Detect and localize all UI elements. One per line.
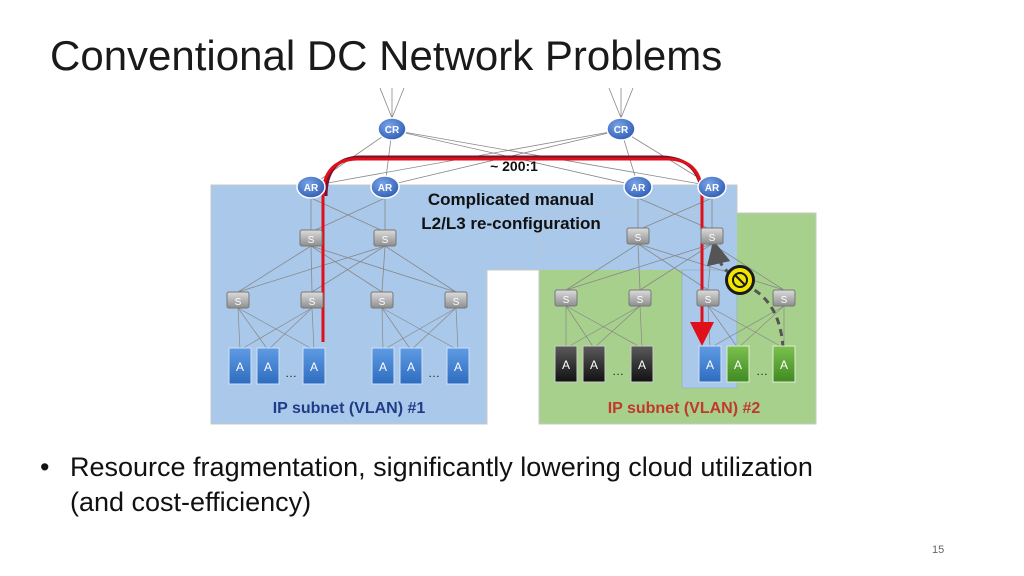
- server-ellipsis: …: [285, 366, 297, 380]
- agg-router-label: AR: [705, 183, 720, 194]
- switch-lower-1: S: [226, 291, 250, 309]
- switch-label: S: [382, 235, 389, 246]
- agg-router-label: AR: [304, 183, 319, 194]
- switch-upper-3: S: [626, 227, 650, 245]
- oversubscription-ratio: ~ 200:1: [490, 158, 538, 174]
- switch-label: S: [235, 297, 242, 308]
- switch-lower-6: S: [628, 289, 652, 307]
- server-label: A: [638, 358, 646, 372]
- switch-upper-2: S: [373, 229, 397, 247]
- switch-label: S: [308, 235, 315, 246]
- server-label: A: [379, 360, 387, 374]
- server-ellipsis: …: [612, 364, 624, 378]
- agg-router-3: AR: [623, 175, 653, 199]
- agg-router-2: AR: [370, 175, 400, 199]
- agg-router-label: AR: [631, 183, 646, 194]
- reconfig-label-line1: Complicated manual: [428, 190, 594, 209]
- core-router-1: CR: [377, 117, 407, 141]
- switch-label: S: [453, 297, 460, 308]
- agg-router-1: AR: [296, 175, 326, 199]
- server-label: A: [310, 360, 318, 374]
- server-label: A: [706, 358, 714, 372]
- server-label: A: [454, 360, 462, 374]
- switch-upper-1: S: [299, 229, 323, 247]
- server-ellipsis: …: [756, 364, 768, 378]
- server-ellipsis: …: [428, 366, 440, 380]
- switch-lower-2: S: [300, 291, 324, 309]
- server-label: A: [590, 358, 598, 372]
- bullet-point: • Resource fragmentation, significantly …: [40, 450, 820, 520]
- subnet-2-label: IP subnet (VLAN) #2: [608, 400, 761, 417]
- switch-lower-3: S: [370, 291, 394, 309]
- reconfig-label-line2: L2/L3 re-configuration: [421, 214, 600, 233]
- switch-label: S: [705, 295, 712, 306]
- server-label: A: [780, 358, 788, 372]
- switch-label: S: [635, 233, 642, 244]
- server-label: A: [236, 360, 244, 374]
- server-label: A: [264, 360, 272, 374]
- switch-label: S: [709, 233, 716, 244]
- core-router-2: CR: [606, 117, 636, 141]
- server-label: A: [734, 358, 742, 372]
- switch-upper-4: S: [700, 227, 724, 245]
- switch-label: S: [309, 297, 316, 308]
- switch-label: S: [637, 295, 644, 306]
- server-group-2: A A … A: [371, 347, 470, 385]
- blocked-icon: [725, 265, 755, 295]
- switch-lower-8: S: [772, 289, 796, 307]
- switch-label: S: [563, 295, 570, 306]
- core-uplinks: [379, 87, 634, 119]
- core-router-label: CR: [385, 125, 400, 136]
- switch-lower-4: S: [444, 291, 468, 309]
- agg-router-label: AR: [378, 183, 393, 194]
- bullet-dot: •: [40, 452, 50, 482]
- server-links: [237, 305, 785, 351]
- bullet-text: Resource fragmentation, significantly lo…: [70, 452, 813, 517]
- page-number: 15: [932, 544, 945, 556]
- subnet-1-label: IP subnet (VLAN) #1: [273, 400, 426, 417]
- server-group-4: A A … A: [698, 345, 796, 383]
- server-group-3: A A … A: [554, 345, 654, 383]
- server-group-1: A A … A: [228, 347, 326, 385]
- server-label: A: [562, 358, 570, 372]
- switch-label: S: [781, 295, 788, 306]
- core-router-label: CR: [614, 125, 629, 136]
- server-label: A: [407, 360, 415, 374]
- switch-label: S: [379, 297, 386, 308]
- slide-title: Conventional DC Network Problems: [50, 32, 723, 79]
- switch-lower-7: S: [696, 289, 720, 307]
- agg-router-4: AR: [697, 175, 727, 199]
- switch-lower-5: S: [554, 289, 578, 307]
